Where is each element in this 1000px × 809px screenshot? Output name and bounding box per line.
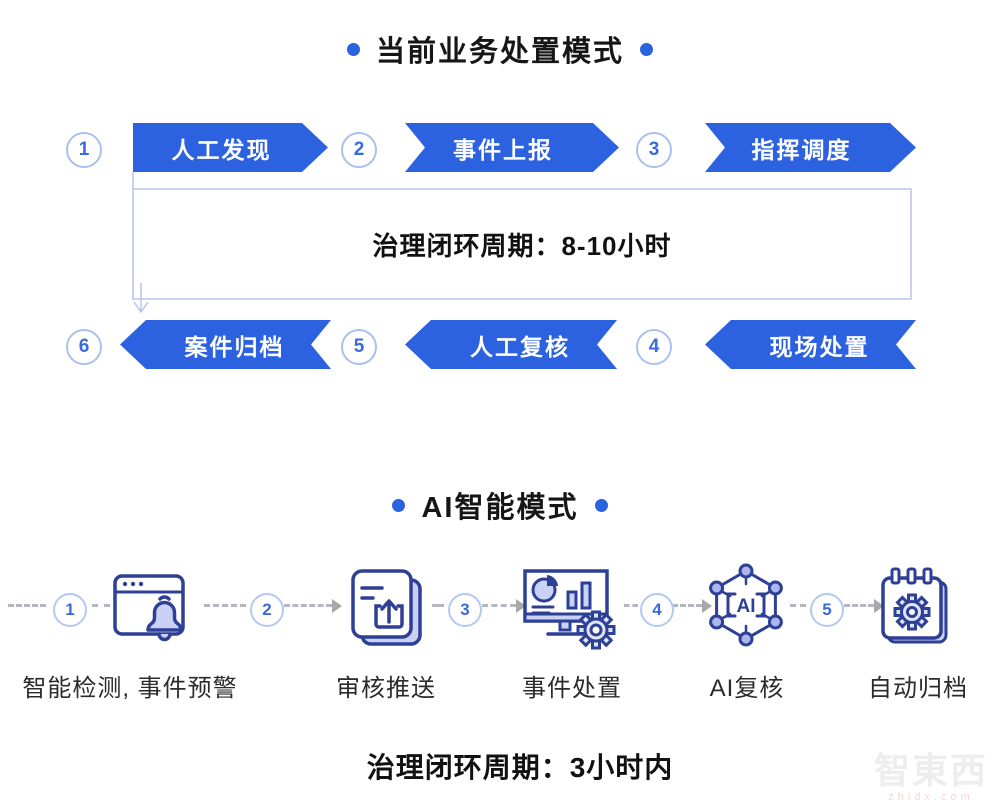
ai-step1-label: 智能检测, 事件预警: [22, 675, 238, 702]
monitor-analytics-gear-icon: [523, 569, 616, 650]
title-dot-icon: [392, 498, 406, 512]
cycle-duration-label-manual: 治理闭环周期：8-10小时: [372, 230, 672, 261]
ai-step5-label: 自动归档: [868, 675, 968, 702]
dashed-connector-arrowhead-icon: [284, 599, 342, 613]
cycle-duration-label-ai: 治理闭环周期：3小时内: [366, 752, 674, 783]
watermark: 智東西 zhidx.com: [873, 750, 988, 804]
flow-arrow-event-report: 事件上报: [405, 123, 619, 172]
loop-connector-lines: [132, 172, 912, 314]
ai-network-icon: AI: [709, 563, 783, 647]
ai-step3-number-badge: 3: [448, 593, 482, 627]
step1-number-badge: 1: [66, 132, 102, 168]
dashed-connector: [8, 604, 46, 607]
step4-number-badge: 4: [636, 329, 672, 365]
flow-arrow-manual-discovery: 人工发现: [133, 123, 328, 172]
ai-step3-label: 事件处置: [522, 675, 622, 702]
calendar-gear-icon: [881, 567, 948, 644]
section1-title: 当前业务处置模式: [375, 36, 624, 68]
dashed-connector: [790, 604, 806, 607]
title-dot-icon: [346, 42, 360, 56]
dashed-connector-arrowhead-icon: [844, 599, 884, 613]
document-upload-icon: [351, 569, 422, 646]
step6-number-badge: 6: [66, 329, 102, 365]
watermark-domain: zhidx.com: [888, 791, 974, 803]
ai-step4-number-badge: 4: [640, 593, 674, 627]
dashed-connector: [204, 604, 246, 607]
dashed-connector: [432, 604, 444, 607]
section2-title-row: AI智能模式: [0, 484, 1000, 526]
watermark-logo: 智東西: [873, 750, 988, 791]
dashed-connector-arrowhead-icon: [482, 599, 526, 613]
ai-step4-label: AI复核: [709, 675, 785, 702]
title-dot-icon: [640, 42, 653, 56]
title-dot-icon: [594, 498, 608, 512]
step2-number-badge: 2: [341, 132, 377, 168]
ai-step2-number-badge: 2: [250, 593, 284, 627]
flow-arrow-onsite-disposal: 现场处置: [705, 320, 916, 369]
ai-step5-number-badge: 5: [810, 593, 844, 627]
dashed-connector: [92, 604, 110, 607]
ai-badge-text: AI: [737, 596, 756, 617]
section2-title: AI智能模式: [421, 492, 579, 524]
dashed-connector: [624, 604, 638, 607]
step3-number-badge: 3: [636, 132, 672, 168]
section1-title-row: 当前业务处置模式: [0, 28, 1000, 70]
step5-number-badge: 5: [341, 329, 377, 365]
flow-arrow-command-dispatch: 指挥调度: [705, 123, 916, 172]
ai-step1-number-badge: 1: [53, 593, 87, 627]
ai-step2-label: 审核推送: [336, 675, 436, 702]
dashed-connector-arrowhead-icon: [672, 599, 712, 613]
flow-arrow-manual-review: 人工复核: [405, 320, 617, 369]
flow-arrow-case-archive: 案件归档: [120, 320, 331, 369]
browser-alert-icon: [113, 574, 185, 642]
